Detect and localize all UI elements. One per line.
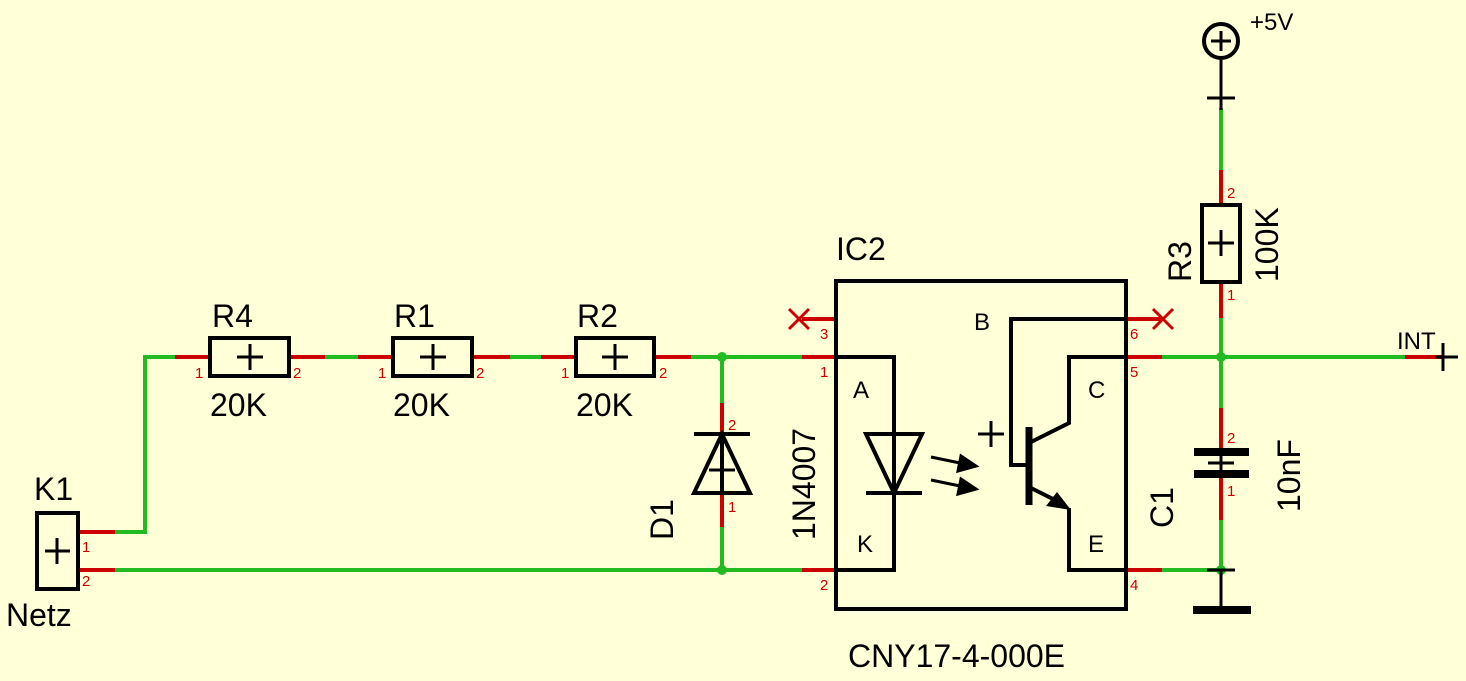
connector-body: [35, 511, 80, 591]
center-cross-icon: [420, 344, 446, 370]
center-cross-icon: [45, 538, 70, 564]
phototransistor-section: [1009, 317, 1126, 572]
center-cross-icon: [709, 457, 735, 483]
center-cross-icon: [602, 344, 628, 370]
no-connect-icon: [787, 307, 811, 331]
resistor-r1[interactable]: R1 20K 1 2: [378, 298, 484, 423]
pin-number: 1: [195, 365, 203, 382]
resistor-ref: R1: [394, 298, 435, 334]
resistor-r3[interactable]: R3 100K 2 1: [1162, 185, 1285, 304]
pin-number: 6: [1130, 326, 1138, 343]
ground-symbol[interactable]: [1193, 568, 1251, 614]
pin-number: 2: [1227, 185, 1235, 202]
pin-number: 2: [82, 573, 90, 590]
junction-dot: [717, 352, 727, 362]
pin-number: 2: [820, 577, 828, 594]
pin-number: 1: [1227, 483, 1235, 500]
wire-k1-to-r4: [113, 355, 177, 534]
net-label: INT: [1397, 328, 1436, 355]
capacitor-ref: C1: [1144, 487, 1180, 528]
resistor-value: 20K: [576, 387, 633, 423]
resistor-body: [574, 336, 656, 378]
resistor-ref: R2: [577, 298, 618, 334]
center-cross-icon: [237, 344, 263, 370]
capacitor-value: 10nF: [1271, 439, 1307, 512]
ic-value: CNY17-4-000E: [848, 638, 1065, 674]
pin-label-base: B: [974, 309, 990, 336]
ic-ref: IC2: [836, 231, 886, 267]
net-label-int[interactable]: INT: [1397, 328, 1458, 371]
center-cross-icon: [1208, 230, 1234, 256]
light-arrow-icon: [930, 453, 980, 497]
connector-value: Netz: [6, 597, 72, 633]
center-cross-icon: [978, 421, 1004, 447]
resistor-r4[interactable]: R4 20K 1 2: [195, 298, 301, 423]
junctions: [717, 352, 1226, 575]
pin-number: 1: [378, 365, 386, 382]
pin-number: 5: [1130, 364, 1138, 381]
junction-dot: [717, 565, 727, 575]
pin-number: 3: [820, 326, 828, 343]
pin-number: 2: [728, 417, 736, 434]
resistor-r2[interactable]: R2 20K 1 2: [561, 298, 667, 423]
junction-dot: [1216, 352, 1226, 362]
pin-number: 2: [659, 365, 667, 382]
pin-number: 1: [820, 364, 828, 381]
diode-d1[interactable]: D1 1N4007 2 1: [644, 417, 822, 540]
pin-number: 1: [82, 539, 90, 556]
diode-ref: D1: [644, 499, 680, 540]
no-connect-markers: [787, 307, 1175, 331]
resistor-value: 20K: [210, 387, 267, 423]
power-label: +5V: [1250, 9, 1293, 36]
optocoupler-ic2[interactable]: IC2 CNY17-4-000E A K B C E 3 1 2 6 5 4: [820, 231, 1138, 674]
pin-stubs: [78, 170, 1443, 572]
net-tick-icon: [1435, 343, 1458, 371]
pin-label-cathode: K: [857, 531, 873, 558]
capacitor-c1[interactable]: C1 10nF 2 1: [1144, 430, 1307, 528]
no-connect-icon: [1151, 307, 1175, 331]
resistor-body: [208, 336, 291, 378]
pin-label-anode: A: [853, 377, 869, 404]
pin-number: 2: [1227, 430, 1235, 447]
plus-icon: [1211, 31, 1231, 51]
connector-k1[interactable]: K1 Netz 1 2: [6, 471, 90, 633]
led-section: [836, 355, 926, 572]
power-supply-5v[interactable]: +5V: [1202, 9, 1293, 110]
pin-number: 1: [1227, 287, 1235, 304]
pin-number: 1: [561, 365, 569, 382]
pin-number: 1: [728, 499, 736, 516]
resistor-ref: R3: [1162, 241, 1198, 282]
pin-number: 2: [476, 365, 484, 382]
center-cross-icon: [1208, 450, 1234, 476]
resistor-body: [1200, 203, 1242, 284]
emitter-arrow-icon: [1046, 492, 1071, 510]
wires: [113, 108, 1407, 572]
pin-label-collector: C: [1088, 377, 1105, 404]
pin-label-emitter: E: [1088, 531, 1104, 558]
ic-body: [834, 279, 1128, 611]
connector-ref: K1: [34, 471, 73, 507]
diode-value: 1N4007: [786, 428, 822, 540]
pin-number: 4: [1130, 577, 1138, 594]
resistor-value: 20K: [393, 387, 450, 423]
resistor-ref: R4: [212, 298, 253, 334]
resistor-body: [391, 336, 474, 378]
pin-number: 2: [293, 365, 301, 382]
resistor-value: 100K: [1249, 207, 1285, 282]
